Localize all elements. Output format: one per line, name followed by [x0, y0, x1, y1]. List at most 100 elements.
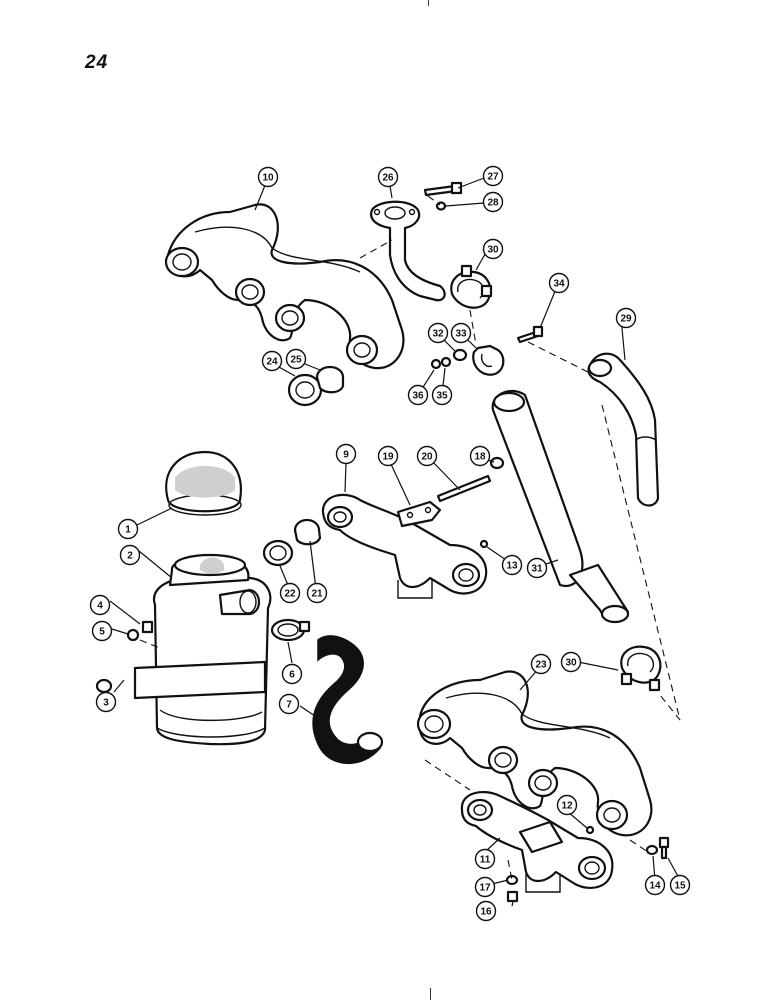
- callout-4: 4: [89, 594, 111, 616]
- svg-text:12: 12: [561, 801, 573, 812]
- svg-text:27: 27: [487, 172, 499, 183]
- part-plug-13: [479, 539, 489, 549]
- svg-text:4: 4: [97, 601, 103, 612]
- part-washer-14: [645, 844, 659, 856]
- callout-2: 2: [119, 544, 141, 566]
- callout-16: 16: [475, 900, 497, 922]
- callout-13: 13: [501, 554, 523, 576]
- callout-17: 17: [474, 876, 496, 898]
- callout-24: 24: [261, 350, 283, 372]
- part-clamp-30-upper: [450, 264, 493, 309]
- svg-text:21: 21: [311, 589, 323, 600]
- part-clamp-30-lower: [620, 645, 662, 692]
- callout-22: 22: [279, 582, 301, 604]
- crop-mark-bottom: [430, 988, 431, 1000]
- callout-27: 27: [482, 165, 504, 187]
- callouts: 1 2 3 4 5 6 7 9 10 11 12 13 14 15 16 17 …: [89, 165, 691, 922]
- svg-text:34: 34: [553, 279, 565, 290]
- svg-text:10: 10: [262, 173, 274, 184]
- svg-text:32: 32: [432, 329, 444, 340]
- svg-text:26: 26: [382, 173, 394, 184]
- svg-text:36: 36: [412, 391, 424, 402]
- part-bolt-16: [506, 890, 519, 903]
- part-clamp-33: [472, 344, 505, 376]
- part-hose-clamp: [270, 618, 311, 642]
- callout-3: 3: [95, 691, 117, 713]
- svg-text:2: 2: [127, 551, 133, 562]
- svg-text:22: 22: [284, 589, 296, 600]
- part-washer-5: [126, 628, 140, 642]
- part-air-cleaner-cap: [165, 450, 242, 516]
- svg-text:3: 3: [103, 698, 109, 709]
- callout-18: 18: [469, 445, 491, 467]
- svg-text:31: 31: [531, 564, 543, 575]
- svg-text:25: 25: [290, 355, 302, 366]
- svg-text:29: 29: [620, 314, 632, 325]
- svg-text:6: 6: [289, 670, 295, 681]
- callout-26: 26: [377, 166, 399, 188]
- callout-14: 14: [644, 874, 666, 896]
- callout-32: 32: [427, 322, 449, 344]
- callout-1: 1: [117, 518, 139, 540]
- part-air-intake-hose: [312, 635, 384, 764]
- part-muffler: [491, 389, 630, 624]
- part-tail-pipe: [587, 352, 660, 507]
- callout-6: 6: [281, 663, 303, 685]
- callout-23: 23: [530, 653, 552, 675]
- callout-21: 21: [306, 582, 328, 604]
- svg-text:16: 16: [480, 907, 492, 918]
- svg-text:20: 20: [421, 452, 433, 463]
- part-spacer-32: [452, 348, 468, 362]
- callout-9: 9: [335, 443, 357, 465]
- part-nut-36: [430, 358, 442, 370]
- callout-7: 7: [278, 693, 300, 715]
- callout-35: 35: [431, 384, 453, 406]
- part-stud-20: [436, 474, 492, 503]
- part-washer-35: [440, 356, 452, 368]
- svg-text:9: 9: [343, 450, 349, 461]
- svg-text:23: 23: [535, 660, 547, 671]
- callout-10: 10: [257, 166, 279, 188]
- part-nut-3: [95, 678, 113, 694]
- callout-15: 15: [669, 874, 691, 896]
- svg-text:7: 7: [286, 700, 292, 711]
- svg-text:33: 33: [455, 329, 467, 340]
- page-number: 24: [85, 52, 109, 73]
- callout-30-lower: 30: [560, 651, 582, 673]
- callout-33: 33: [450, 322, 472, 344]
- part-bolt-34: [516, 325, 544, 344]
- svg-text:30: 30: [565, 658, 577, 669]
- part-bracket-19: [396, 500, 442, 528]
- part-bolt-27: [423, 181, 463, 197]
- crop-mark-top: [428, 0, 429, 6]
- callout-5: 5: [91, 620, 113, 642]
- part-gasket-22: [262, 539, 294, 567]
- alignment-lines: [139, 195, 681, 881]
- svg-text:35: 35: [436, 391, 448, 402]
- part-sleeve-21: [293, 518, 322, 546]
- callout-28: 28: [482, 191, 504, 213]
- svg-text:17: 17: [479, 883, 491, 894]
- svg-text:24: 24: [266, 357, 278, 368]
- part-exhaust-manifold-lower: [416, 670, 653, 837]
- part-bolt-4: [141, 620, 154, 634]
- callout-29: 29: [615, 307, 637, 329]
- callout-31: 31: [526, 557, 548, 579]
- callout-36: 36: [407, 384, 429, 406]
- svg-text:13: 13: [506, 561, 518, 572]
- svg-text:28: 28: [487, 198, 499, 209]
- callout-19: 19: [377, 445, 399, 467]
- callout-20: 20: [416, 445, 438, 467]
- part-gasket-24: [287, 373, 323, 407]
- part-exhaust-manifold-upper: [164, 203, 405, 370]
- svg-text:14: 14: [649, 881, 661, 892]
- callout-30-upper: 30: [482, 238, 504, 260]
- part-intake-manifold-lower: [460, 791, 614, 893]
- svg-text:11: 11: [480, 855, 491, 866]
- callout-11: 11: [474, 848, 496, 870]
- callout-25: 25: [285, 348, 307, 370]
- svg-text:15: 15: [674, 881, 686, 892]
- svg-text:19: 19: [382, 452, 394, 463]
- svg-text:18: 18: [474, 452, 486, 463]
